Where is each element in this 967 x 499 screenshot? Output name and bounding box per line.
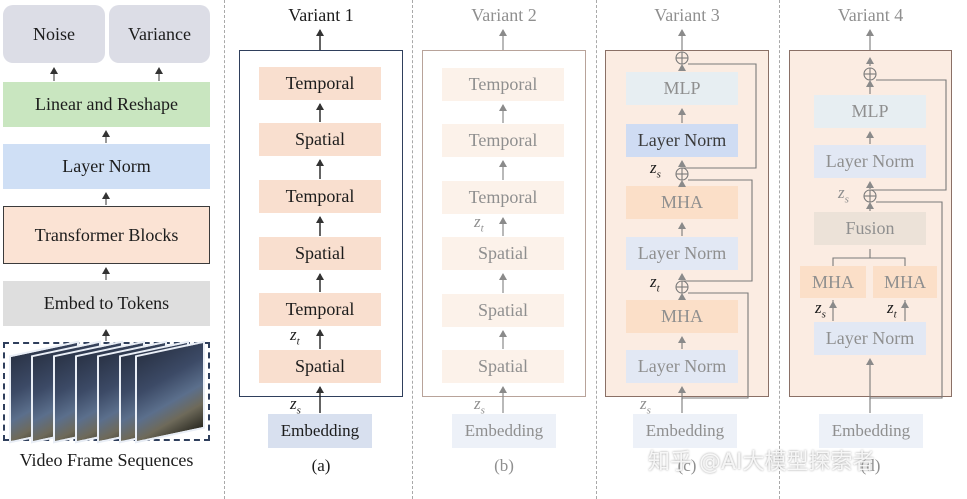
variant2-embedding-box: Embedding [452,414,556,448]
variant1-block: Temporal [259,293,381,326]
variance-label: Variance [128,23,191,44]
variant3-block-label: Layer Norm [637,130,727,150]
variant4-zs-left-label: zs [815,298,826,321]
variant1-block: Spatial [259,123,381,156]
variant4-mha-left-label: MHA [811,271,854,292]
variant1-caption: (a) [311,456,331,475]
variant4-caption: (d) [860,456,881,475]
variant4-mha-right-box: MHA [873,266,937,298]
variance-box: Variance [109,5,210,63]
separator [224,0,225,499]
variant2-block-label: Spatial [478,356,528,376]
variant2-block: Temporal [442,124,564,157]
variant1-embedding-label: Embedding [280,421,360,440]
variant3-layernorm-box: Layer Norm [626,350,738,383]
layer-norm-box: Layer Norm [3,144,210,189]
variant3-embedding-box: Embedding [633,414,737,448]
variant3-frame [605,50,769,397]
variant3-mha-box: MHA [626,300,738,333]
variant3-mha-box: MHA [626,186,738,219]
variant1-block: Spatial [259,350,381,383]
variant1-embedding-box: Embedding [268,414,372,448]
variant1-block-label: Temporal [285,299,355,319]
variant2-block-label: Spatial [478,243,528,263]
watermark-text: 知乎 @AI大模型探索者 [648,450,875,475]
variant4-zs-label: zs [838,183,849,206]
variant3-zt-mid-label: zt [650,272,660,295]
variant2-block-label: Temporal [468,187,538,207]
variant2-block: Spatial [442,294,564,327]
variant1-block-label: Spatial [295,129,345,149]
variant1-title: Variant 1 [288,5,354,25]
linear-reshape-box: Linear and Reshape [3,82,210,127]
variant3-block-label: MHA [660,306,703,326]
variant4-title: Variant 4 [837,5,904,25]
variant4-layernorm-bottom-label: Layer Norm [825,328,915,348]
variant4-mlp-box: MLP [814,95,926,128]
variant2-block: Spatial [442,237,564,270]
variant2-zt-label: zt [474,212,484,235]
variant2-zs-label: zs [474,394,485,417]
variant2-block-label: Spatial [478,300,528,320]
noise-label: Noise [33,23,75,44]
variant1-block-label: Spatial [295,243,345,263]
transformer-blocks-box: Transformer Blocks [3,206,210,264]
variant3-layernorm-box: Layer Norm [626,237,738,270]
variant4-embedding-box: Embedding [819,414,923,448]
variant3-layernorm-box: Layer Norm [626,124,738,157]
separator [596,0,597,499]
embed-tokens-box: Embed to Tokens [3,281,210,326]
variant2-embedding-label: Embedding [464,421,544,440]
transformer-blocks-label: Transformer Blocks [34,224,179,245]
variant3-block-label: MLP [663,78,701,98]
variant2-block-label: Temporal [468,130,538,150]
variant4-zt-right-label: zt [887,298,897,321]
variant3-embedding-label: Embedding [645,421,725,440]
video-caption: Video Frame Sequences [19,450,194,470]
variant1-block: Spatial [259,237,381,270]
variant2-caption: (b) [494,456,514,475]
video-frames-panel [3,340,210,444]
separator [779,0,780,499]
variant3-zs-mid-label: zs [650,158,661,181]
variant4-fusion-box: Fusion [814,212,926,245]
variant1-block-label: Temporal [285,73,355,93]
variant4-embedding-label: Embedding [831,421,911,440]
variant1-zt-label: zt [290,325,300,348]
noise-box: Noise [3,5,105,63]
variant3-zs-bottom-label: zs [640,394,651,417]
variant4-layernorm-top-box: Layer Norm [814,145,926,178]
variant3-title: Variant 3 [654,5,720,25]
variant4-mha-left-box: MHA [800,266,866,298]
variant4-layernorm-bottom-box: Layer Norm [814,322,926,355]
variant4-mlp-label: MLP [851,101,889,121]
separator [412,0,413,499]
variant2-block-label: Temporal [468,74,538,94]
variant3-block-label: Layer Norm [637,243,727,263]
variant2-block: Temporal [442,68,564,101]
variant3-mlp-box: MLP [626,72,738,105]
variant2-title: Variant 2 [471,5,537,25]
embed-tokens-label: Embed to Tokens [43,293,170,313]
variant1-block: Temporal [259,180,381,213]
variant3-caption: (c) [677,456,697,475]
variant4-layernorm-top-label: Layer Norm [825,151,915,171]
variant1-block: Temporal [259,67,381,100]
variant2-block: Spatial [442,350,564,383]
variant2-block: Temporal [442,181,564,214]
variant1-zs-label: zs [290,394,301,417]
variant1-block-label: Spatial [295,356,345,376]
variant4-mha-right-label: MHA [883,271,926,292]
layer-norm-label: Layer Norm [62,156,151,176]
variant3-block-label: Layer Norm [637,356,727,376]
variant4-fusion-label: Fusion [845,218,895,238]
linear-reshape-label: Linear and Reshape [35,94,178,114]
variant1-block-label: Temporal [285,186,355,206]
variant3-block-label: MHA [660,192,703,212]
